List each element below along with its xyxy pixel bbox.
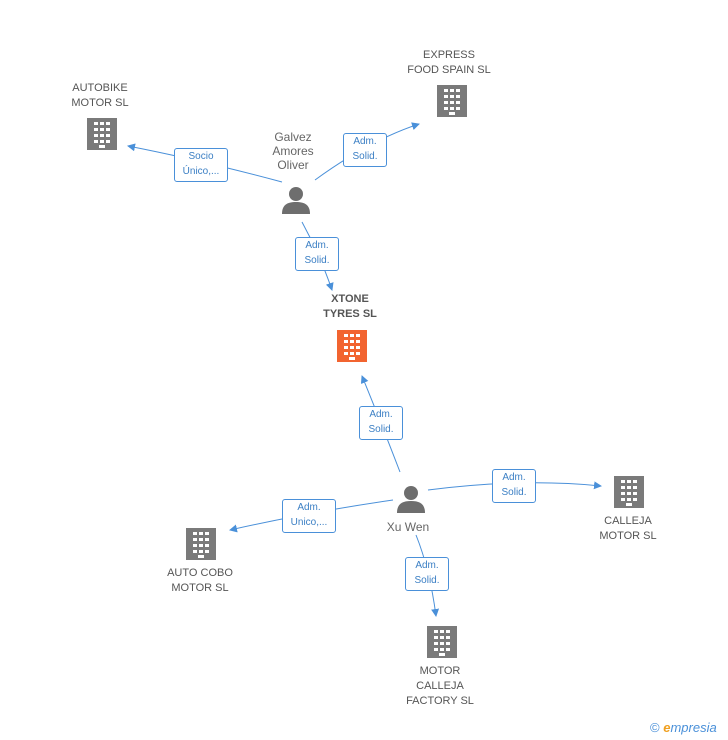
node-xu-wen[interactable]: Xu Wen: [368, 520, 448, 534]
edge-label-adm-solid[interactable]: Adm. Solid.: [405, 557, 449, 591]
node-label: MOTOR SL: [171, 582, 229, 594]
node-label: CALLEJA: [416, 680, 464, 692]
node-label: CALLEJA: [604, 515, 652, 527]
node-label: Xu Wen: [386, 520, 430, 534]
node-label: AUTO COBO: [167, 567, 233, 579]
node-label: MOTOR: [419, 665, 461, 677]
building-icon: [87, 118, 117, 150]
edge-label-adm-unico[interactable]: Adm. Unico,...: [282, 499, 336, 533]
edge-label-adm-solid[interactable]: Adm. Solid.: [492, 469, 536, 503]
node-label: MOTOR SL: [71, 97, 129, 109]
edge-label-text: Único,...: [182, 166, 220, 177]
node-calleja-motor[interactable]: CALLEJA MOTOR SL: [578, 514, 678, 544]
brand-name: mpresia: [670, 720, 717, 735]
node-xtone-tyres[interactable]: XTONE TYRES SL: [300, 292, 400, 322]
copyright-icon: ©: [650, 720, 660, 735]
building-icon: [186, 528, 216, 560]
node-label: Oliver: [277, 158, 309, 172]
edge-label-text: Solid.: [414, 575, 440, 586]
person-icon: [282, 187, 310, 214]
node-galvez-amores-oliver[interactable]: Galvez Amores Oliver: [253, 130, 333, 172]
node-motor-calleja-factory[interactable]: MOTOR CALLEJA FACTORY SL: [390, 664, 490, 709]
building-icon: [437, 85, 467, 117]
edge-label-text: Adm.: [369, 409, 393, 420]
node-autobike-motor[interactable]: AUTOBIKE MOTOR SL: [50, 81, 150, 111]
node-label: XTONE: [331, 293, 369, 305]
building-icon: [337, 330, 367, 362]
edge-label-adm-solid[interactable]: Adm. Solid.: [295, 237, 339, 271]
node-label: FACTORY SL: [406, 695, 474, 707]
edge-label-text: Solid.: [304, 255, 330, 266]
edge-label-text: Socio: [188, 151, 214, 162]
node-label: Amores: [272, 144, 314, 158]
edge-label-text: Adm.: [502, 472, 526, 483]
edge-label-text: Unico,...: [290, 517, 328, 528]
edge-label-text: Solid.: [368, 424, 394, 435]
brand-logo-e: e: [663, 720, 671, 735]
node-auto-cobo-motor[interactable]: AUTO COBO MOTOR SL: [150, 566, 250, 596]
edge-label-socio-unico[interactable]: Socio Único,...: [174, 148, 228, 182]
edge-label-text: Adm.: [415, 560, 439, 571]
edge-label-text: Adm.: [353, 136, 377, 147]
building-icon: [427, 626, 457, 658]
node-label: Galvez: [274, 130, 312, 144]
edge-label-text: Adm.: [297, 502, 321, 513]
edge-label-text: Adm.: [305, 240, 329, 251]
edge-label-adm-solid[interactable]: Adm. Solid.: [343, 133, 387, 167]
node-label: TYRES SL: [323, 308, 377, 320]
person-icon: [397, 486, 425, 513]
edge-label-text: Solid.: [501, 487, 527, 498]
edge-label-adm-solid[interactable]: Adm. Solid.: [359, 406, 403, 440]
node-label: MOTOR SL: [599, 530, 657, 542]
node-label: AUTOBIKE: [72, 82, 128, 94]
node-express-food-spain[interactable]: EXPRESS FOOD SPAIN SL: [394, 48, 504, 78]
building-icon: [614, 476, 644, 508]
edge-label-text: Solid.: [352, 151, 378, 162]
empresia-credit[interactable]: © empresia: [650, 720, 717, 735]
node-label: EXPRESS: [423, 49, 475, 61]
node-label: FOOD SPAIN SL: [407, 64, 491, 76]
